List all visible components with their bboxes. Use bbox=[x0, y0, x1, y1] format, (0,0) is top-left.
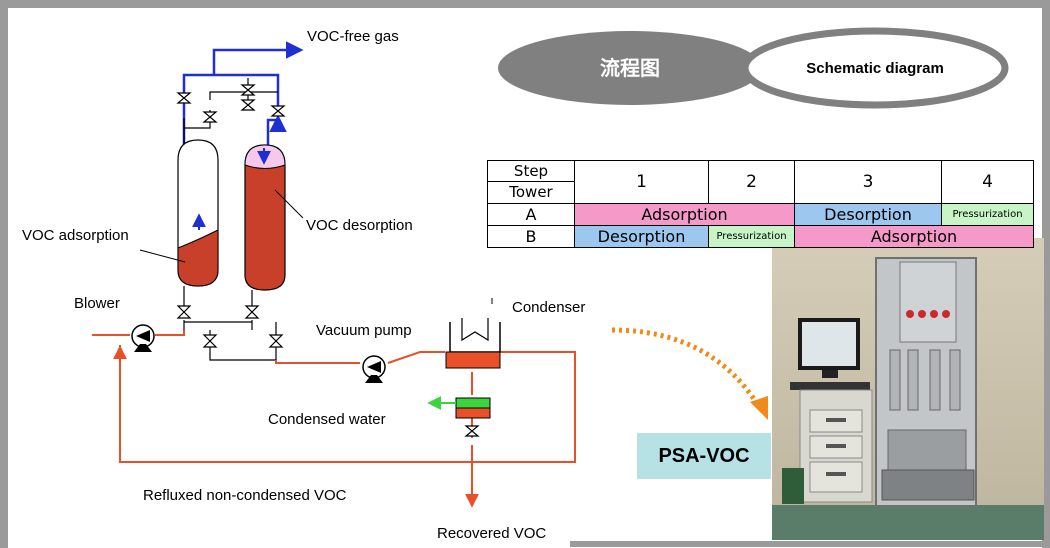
table-row: A Adsorption Desorption Pressurization bbox=[487, 203, 1034, 226]
header-cell: Step Tower bbox=[487, 160, 575, 204]
step-table: Step Tower 1 2 3 4 A Adsorption Desorpti… bbox=[487, 160, 1034, 248]
tower-b bbox=[244, 144, 286, 291]
voc-piping bbox=[92, 330, 576, 508]
phase-cell: Desorption bbox=[574, 225, 709, 248]
step-number: 4 bbox=[941, 160, 1034, 204]
valve-icon bbox=[176, 92, 192, 104]
step-number: 1 bbox=[574, 160, 709, 204]
photo-pointer-head bbox=[750, 396, 768, 420]
leader-line bbox=[139, 249, 186, 263]
phase-cell: Adsorption bbox=[574, 203, 795, 226]
valve-icon bbox=[268, 334, 284, 348]
title-chinese: 流程图 bbox=[600, 56, 660, 80]
valve-icon bbox=[202, 111, 218, 123]
tower-label: A bbox=[487, 203, 575, 226]
valve-icon bbox=[240, 99, 256, 111]
gas-bypass-piping bbox=[183, 78, 278, 148]
phase-cell: Pressurization bbox=[708, 225, 795, 248]
valve-icon bbox=[240, 84, 256, 96]
separator bbox=[427, 396, 491, 437]
valve-icon bbox=[202, 334, 218, 348]
phase-cell: Adsorption bbox=[794, 225, 1034, 248]
tower-a bbox=[177, 139, 219, 287]
top-valves bbox=[176, 84, 286, 123]
tower-label: B bbox=[487, 225, 575, 248]
leader-line bbox=[274, 189, 304, 219]
gas-outlet-piping bbox=[182, 41, 304, 148]
step-number: 3 bbox=[794, 160, 942, 204]
psa-voc-label: PSA-VOC bbox=[637, 433, 771, 479]
step-number: 2 bbox=[708, 160, 795, 204]
condenser bbox=[445, 298, 501, 369]
header-step: Step bbox=[488, 162, 574, 182]
table-row: Step Tower 1 2 3 4 bbox=[487, 160, 1034, 204]
title-chinese-ellipse bbox=[498, 31, 762, 105]
valve-icon bbox=[244, 305, 260, 319]
vacuum-pump bbox=[362, 355, 386, 383]
title-english-ellipse bbox=[741, 27, 1009, 109]
header-tower: Tower bbox=[509, 183, 553, 201]
photo-pointer-arrow bbox=[611, 327, 761, 407]
valve-icon bbox=[176, 305, 192, 319]
equipment-photo bbox=[772, 238, 1044, 540]
blower bbox=[131, 324, 155, 352]
bottom-piping bbox=[183, 286, 277, 361]
title-badges: 流程图 Schematic diagram bbox=[498, 27, 1009, 109]
title-english: Schematic diagram bbox=[806, 60, 944, 77]
phase-cell: Pressurization bbox=[941, 203, 1034, 226]
valve-icon bbox=[270, 105, 286, 117]
phase-cell: Desorption bbox=[794, 203, 942, 226]
valve-icon bbox=[464, 425, 480, 437]
table-row: B Desorption Pressurization Adsorption bbox=[487, 225, 1034, 248]
bottom-valves bbox=[176, 305, 284, 348]
